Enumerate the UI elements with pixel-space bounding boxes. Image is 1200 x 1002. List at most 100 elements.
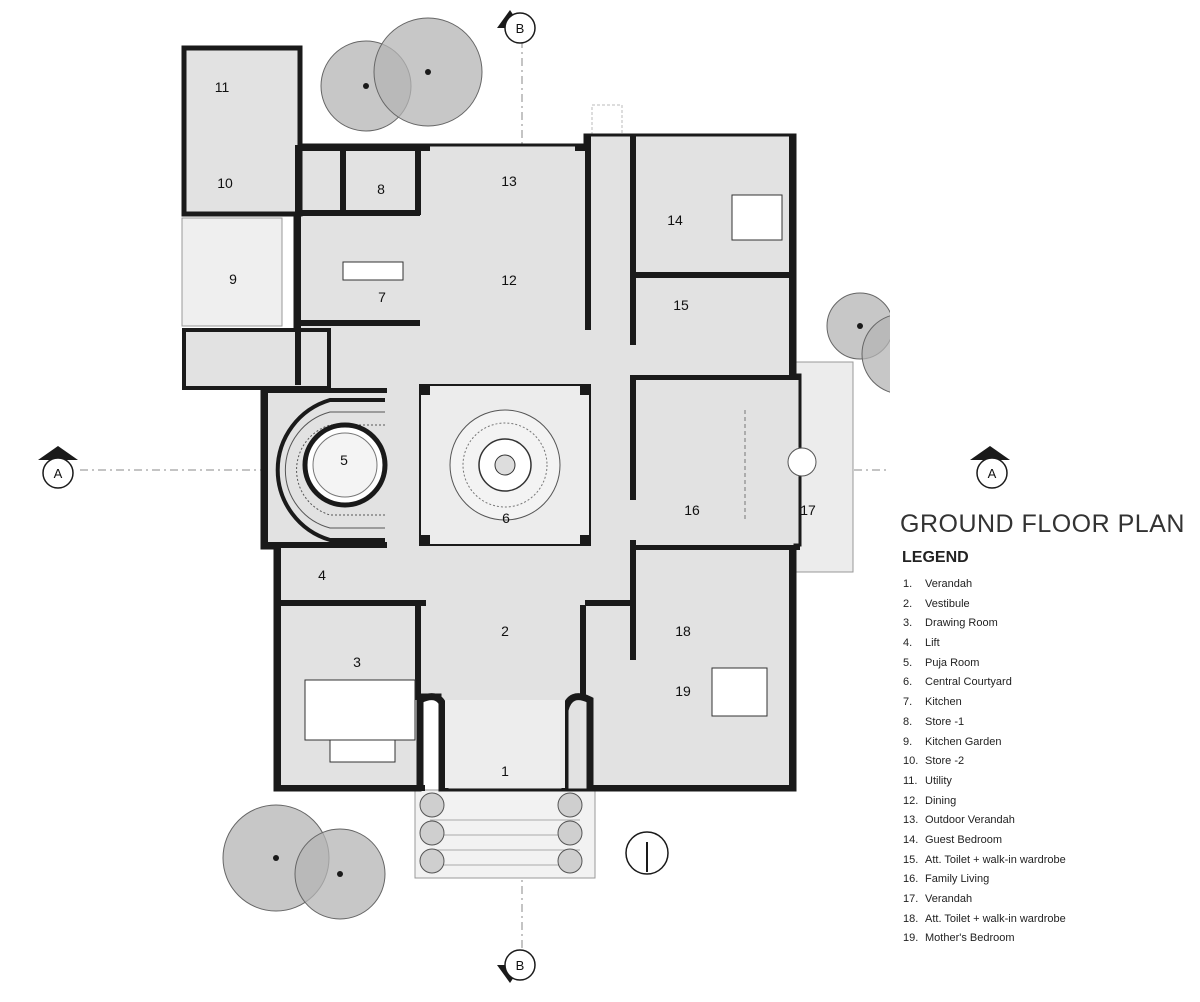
legend-item: 9. Kitchen Garden xyxy=(903,733,1190,753)
kitchen-garden-area xyxy=(181,217,283,327)
section-marker-a-right: A xyxy=(970,446,1010,489)
room-number: 12 xyxy=(501,272,517,288)
room-number: 2 xyxy=(501,623,509,639)
legend-heading: LEGEND xyxy=(902,549,969,566)
room-number: 16 xyxy=(684,502,700,518)
room-number: 11 xyxy=(215,79,230,95)
legend-item: 2. Vestibule xyxy=(903,595,1190,615)
legend-item: 3. Drawing Room xyxy=(903,614,1190,634)
legend-item-number: 10. xyxy=(903,755,919,768)
legend-item: 7. Kitchen xyxy=(903,693,1190,713)
legend-item-label: Guest Bedroom xyxy=(925,833,1003,846)
legend-item: 15. Att. Toilet + walk-in wardrobe xyxy=(903,851,1190,871)
legend-item: 17. Verandah xyxy=(903,890,1190,910)
room-number: 8 xyxy=(377,181,385,197)
legend-item-label: Family Living xyxy=(925,873,990,886)
legend-item-number: 5. xyxy=(903,656,913,669)
section-marker-a-left: A xyxy=(38,446,78,489)
legend-item: 12. Dining xyxy=(903,792,1190,812)
legend-item-number: 12. xyxy=(903,794,919,807)
kitchen-island xyxy=(342,261,404,281)
room-number: 5 xyxy=(340,452,348,468)
legend-item-label: Att. Toilet + walk-in wardrobe xyxy=(925,912,1066,925)
legend-item: 8. Store -1 xyxy=(903,713,1190,733)
room-number: 6 xyxy=(502,510,510,526)
room-number: 19 xyxy=(675,683,691,699)
legend-item-number: 7. xyxy=(903,696,913,709)
section-label-a-right: A xyxy=(988,466,997,481)
legend-item-number: 2. xyxy=(903,597,913,610)
legend-item-label: Drawing Room xyxy=(925,617,998,630)
section-label-b-top: B xyxy=(516,21,525,36)
floor-plan-drawing: B B A 1 2 3 4 5 6 7 8 9 10 11 12 13 14 1… xyxy=(38,10,890,983)
legend-item-number: 9. xyxy=(903,735,913,748)
service-block xyxy=(182,328,331,390)
legend-item-label: Att. Toilet + walk-in wardrobe xyxy=(925,853,1066,866)
legend-item-label: Vestibule xyxy=(925,597,970,610)
legend-item: 19. Mother's Bedroom xyxy=(903,929,1190,949)
utility-block xyxy=(181,45,303,217)
legend-item-number: 16. xyxy=(903,873,919,886)
legend-item-number: 13. xyxy=(903,814,919,827)
room-number-labels: 1 2 3 4 5 6 7 8 9 10 11 12 13 14 15 16 1… xyxy=(215,79,816,779)
room-number: 14 xyxy=(667,212,683,228)
plan-title: GROUND FLOOR PLAN xyxy=(900,510,1185,538)
section-marker-b-bottom: B xyxy=(497,949,536,983)
legend-item: 18. Att. Toilet + walk-in wardrobe xyxy=(903,910,1190,930)
legend-item-number: 14. xyxy=(903,833,919,846)
legend-item-label: Store -1 xyxy=(925,715,965,728)
legend-item-number: 19. xyxy=(903,932,919,945)
section-label-b-bottom: B xyxy=(516,958,525,973)
room-number: 3 xyxy=(353,654,361,670)
room-number: 9 xyxy=(229,271,237,287)
legend-item-label: Utility xyxy=(925,774,952,787)
legend-item-label: Kitchen Garden xyxy=(925,735,1002,748)
drawing-room-sofa xyxy=(304,679,416,741)
legend-item-number: 1. xyxy=(903,578,913,590)
mother-bed xyxy=(711,667,768,717)
legend-item-label: Verandah xyxy=(925,893,973,905)
room-number: 17 xyxy=(800,502,816,518)
entry-shrubs xyxy=(419,792,583,874)
legend-item-number: 6. xyxy=(903,676,913,689)
legend-item-label: Dining xyxy=(925,794,957,807)
legend-item-number: 18. xyxy=(903,912,919,925)
legend-item-label: Store -2 xyxy=(925,755,965,768)
legend-item: 10. Store -2 xyxy=(903,752,1190,772)
room-number: 15 xyxy=(673,297,689,313)
legend-item-label: Lift xyxy=(925,637,940,650)
legend-item-number: 3. xyxy=(903,617,913,630)
section-marker-b-top: B xyxy=(497,10,536,44)
legend-item: 5. Puja Room xyxy=(903,654,1190,674)
legend-item: 14. Guest Bedroom xyxy=(903,831,1190,851)
legend-item-label: Kitchen xyxy=(925,696,962,709)
room-number: 13 xyxy=(501,173,517,189)
legend-item-label: Mother's Bedroom xyxy=(925,932,1015,945)
room-number: 10 xyxy=(217,175,233,191)
verandah-floor xyxy=(445,700,565,788)
walls xyxy=(262,135,800,791)
legend-panel: GROUND FLOOR PLAN LEGEND 1. Verandah 2. Ve… xyxy=(900,510,1190,949)
legend-item-label: Central Courtyard xyxy=(925,676,1012,689)
legend-item-number: 4. xyxy=(903,637,913,650)
legend-item: 6. Central Courtyard xyxy=(903,673,1190,693)
legend-item-label: Puja Room xyxy=(925,656,980,669)
legend-item-number: 8. xyxy=(903,715,913,728)
room-number: 1 xyxy=(501,763,509,779)
section-label-a-left: A xyxy=(54,466,63,481)
legend-item: 4. Lift xyxy=(903,634,1190,654)
legend-list: 1. Verandah 2. Vestibule 3. Drawing Room 4.… xyxy=(900,575,1190,949)
guest-bed xyxy=(731,194,783,241)
puja-room-arc xyxy=(275,398,385,542)
legend-item: 13. Outdoor Verandah xyxy=(903,811,1190,831)
legend-item: 11. Utility xyxy=(903,772,1190,792)
legend-item-number: 17. xyxy=(903,893,919,905)
room-number: 7 xyxy=(378,289,386,305)
legend-item: 1. Verandah xyxy=(903,575,1190,595)
room-number: 18 xyxy=(675,623,691,639)
legend-item-label: Verandah xyxy=(925,578,973,590)
legend-item-number: 15. xyxy=(903,853,919,866)
legend-item-label: Outdoor Verandah xyxy=(925,814,1015,827)
legend-item-number: 11. xyxy=(903,774,918,787)
legend-item: 16. Family Living xyxy=(903,870,1190,890)
